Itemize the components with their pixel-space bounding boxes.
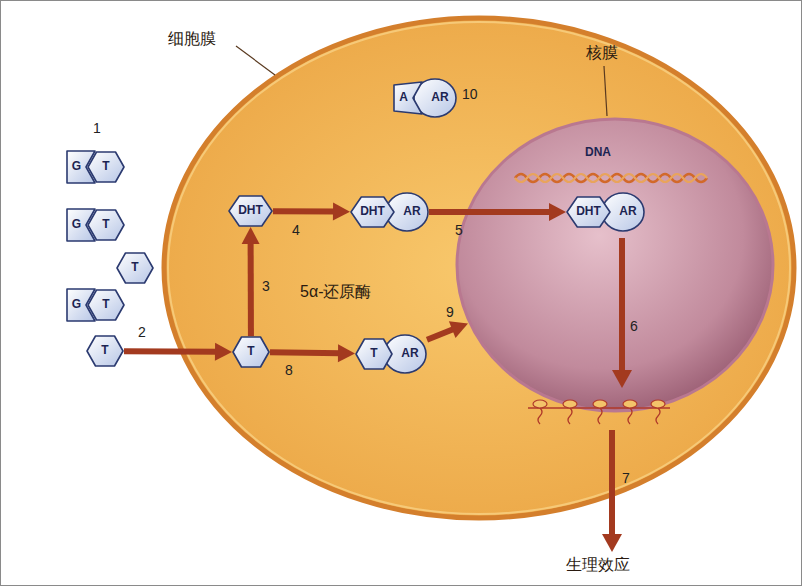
molecule-complex: T AR [355,334,427,374]
nucleus-ellipse [457,119,773,411]
molecule-complex: DHT AR [566,192,645,232]
callout-number: 1 [93,120,101,136]
molecule-complex: GT [66,288,125,322]
molecule-label: T [370,347,377,361]
arrow-shaft [248,241,254,336]
callout-number: 3 [262,278,270,294]
text-label: DNA [585,146,611,160]
arrow-7 [609,430,615,536]
molecule-label: DHT [576,205,601,219]
hexagon-molecule [567,197,610,227]
cell-ellipse [164,18,794,518]
leader-line [236,46,275,75]
molecule-label: AR [431,91,448,105]
hexagon-molecule [88,210,124,240]
molecule-complex: DHT AR [350,192,429,232]
callout-number: 6 [630,318,638,334]
region-label: 细胞膜 [168,30,216,48]
molecule-label: G [72,298,81,312]
cell-membrane: 细胞膜 A AR 核膜 DHT AR DHT DHT AR T T AR [160,14,798,522]
arrow-shaft [270,352,341,353]
molecule-label: T [102,218,109,232]
hexagon-molecule [117,253,153,283]
arrow-head [602,534,622,552]
molecule-label: G [72,218,81,232]
molecule-label: T [247,345,254,359]
text-label: 生理效应 [566,556,630,574]
hexagon-molecule [356,339,392,369]
nucleus: 核膜DHTAR [455,117,775,413]
arrow-shaft [124,348,218,355]
hexagon-molecule [229,196,272,226]
hexagon-molecule [233,337,269,367]
antagonist-shape [394,82,422,114]
callout-number: 9 [446,304,454,320]
hexagon-molecule [351,197,394,227]
molecule-complex: GT [66,150,125,184]
callout-number: 5 [455,222,463,238]
hexagon-molecule [88,290,124,320]
hexagon-molecule [88,152,124,182]
callout-number: 8 [285,362,293,378]
molecule-label: DHT [238,204,263,218]
molecule-label: AR [401,347,418,361]
hormone-molecule: T [232,336,270,368]
arrow-shaft [429,209,552,215]
molecule-complex: GT [66,208,125,242]
molecule-label: T [101,344,108,358]
molecule-complex: A AR [393,78,457,118]
cell-rim [168,22,790,514]
molecule-label: T [102,298,109,312]
nucleus-outline [455,117,775,413]
molecule-label: T [131,261,138,275]
callout-number: 2 [138,324,146,340]
arrow-6 [619,238,625,372]
molecule-label: G [72,160,81,174]
arrow-shaft [273,208,336,214]
hormone-molecule: T [116,252,154,284]
molecule-label: DHT [360,205,385,219]
callout-number: 7 [622,470,630,486]
hexagon-molecule [87,336,123,366]
hormone-molecule: T [86,335,124,367]
molecule-label: A [399,91,408,105]
callout-number: 4 [292,222,300,238]
molecule-label: AR [619,205,636,219]
molecule-label: T [102,160,109,174]
callout-number: 10 [462,86,478,102]
region-label: 核膜 [586,44,618,62]
hormone-molecule: DHT [228,195,273,227]
text-label: 5α-还原酶 [300,283,371,301]
molecule-label: AR [403,205,420,219]
